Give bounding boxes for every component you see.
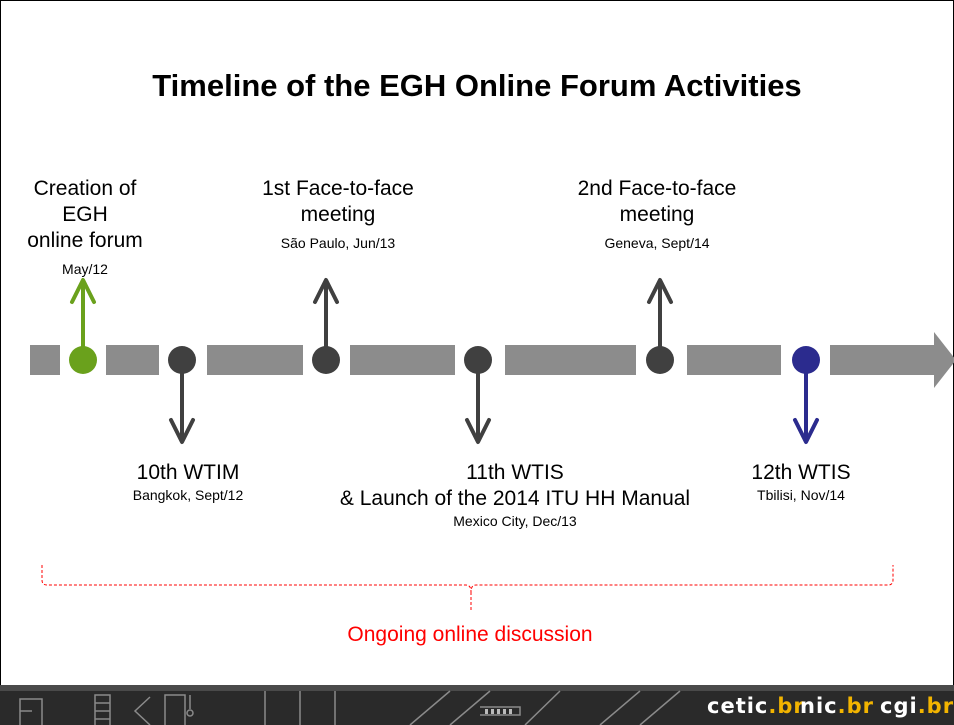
timeline-segment [30,345,60,375]
marker-creation-dot [69,346,97,374]
marker-wtim10 [159,337,205,444]
event-wtis11-line2: & Launch of the 2014 ITU HH Manual [339,487,691,510]
event-meeting2-label: 2nd Face-to-face meeting Geneva, Sept/14 [562,176,752,252]
event-wtis12-label: 12th WTIS Tbilisi, Nov/14 [731,460,871,504]
timeline-segment [350,345,455,375]
event-meeting2-line2: meeting [619,203,695,226]
event-wtim10-title: 10th WTIM [136,461,240,484]
nic-logo-dot: . [837,694,847,718]
event-wtim10-place-date: Bangkok, Sept/12 [132,487,244,503]
event-wtim10-label: 10th WTIM Bangkok, Sept/12 [103,460,273,504]
cgi-logo-suffix: br [926,694,954,718]
marker-wtis11-arrow-head [465,418,491,444]
event-meeting1-line2: meeting [300,203,376,226]
nic-logo: nic.br [800,694,874,718]
marker-wtis12-arrow-head [793,418,819,444]
nic-logo-suffix: br [846,694,874,718]
marker-meeting1-dot [312,346,340,374]
ongoing-discussion-label: Ongoing online discussion [347,623,593,646]
marker-wtim10-dot [168,346,196,374]
marker-creation-arrow-head [70,278,96,304]
timeline-segment [207,345,303,375]
discussion-bracket [41,565,894,593]
marker-wtis11 [455,337,501,444]
cetic-logo-name: cetic [707,694,769,718]
marker-wtis12 [783,337,829,444]
event-wtis12-title: 12th WTIS [751,461,851,484]
timeline-segment [687,345,781,375]
cetic-logo-dot: . [768,694,778,718]
timeline-segment [505,345,636,375]
nic-logo-name: nic [800,694,838,718]
event-wtis11-place-date: Mexico City, Dec/13 [453,513,577,529]
footer-band [0,685,954,725]
marker-meeting2 [637,278,683,383]
event-meeting1-label: 1st Face-to-face meeting São Paulo, Jun/… [243,176,433,252]
cgi-logo: cgi.br [880,694,954,718]
timeline-bar [30,332,954,388]
event-meeting2-place-date: Geneva, Sept/14 [604,235,710,251]
event-creation-line1: Creation of EGH [33,177,137,226]
event-meeting1-place-date: São Paulo, Jun/13 [280,235,396,251]
cgi-logo-name: cgi [880,694,918,718]
marker-creation [60,278,106,383]
marker-meeting2-dot [646,346,674,374]
cetic-logo-suffix: br [777,694,805,718]
slide-title: Timeline of the EGH Online Forum Activit… [152,68,802,103]
event-meeting1-line1: 1st Face-to-face [262,177,414,200]
cgi-logo-dot: . [917,694,927,718]
marker-wtim10-arrow-head [169,418,195,444]
marker-wtis11-dot [464,346,492,374]
event-wtis12-place-date: Tbilisi, Nov/14 [757,487,845,503]
timeline-segment [830,345,934,375]
marker-meeting2-arrow-head [647,278,673,304]
event-wtis11-label: 11th WTIS & Launch of the 2014 ITU HH Ma… [300,460,730,530]
timeline-arrowhead [934,332,954,388]
event-creation-line2: online forum [27,229,143,252]
marker-wtis12-dot [792,346,820,374]
event-meeting2-line1: 2nd Face-to-face [577,177,737,200]
event-creation-date: May/12 [62,261,108,277]
event-wtis11-line1: 11th WTIS [466,461,564,484]
marker-meeting1-arrow-head [313,278,339,304]
cetic-logo: cetic.br [707,694,805,718]
timeline-markers [60,278,829,444]
footer-circuit-pattern [0,685,954,725]
timeline-segment [106,345,159,375]
event-creation-label: Creation of EGH online forum May/12 [10,176,160,278]
marker-meeting1 [303,278,349,383]
